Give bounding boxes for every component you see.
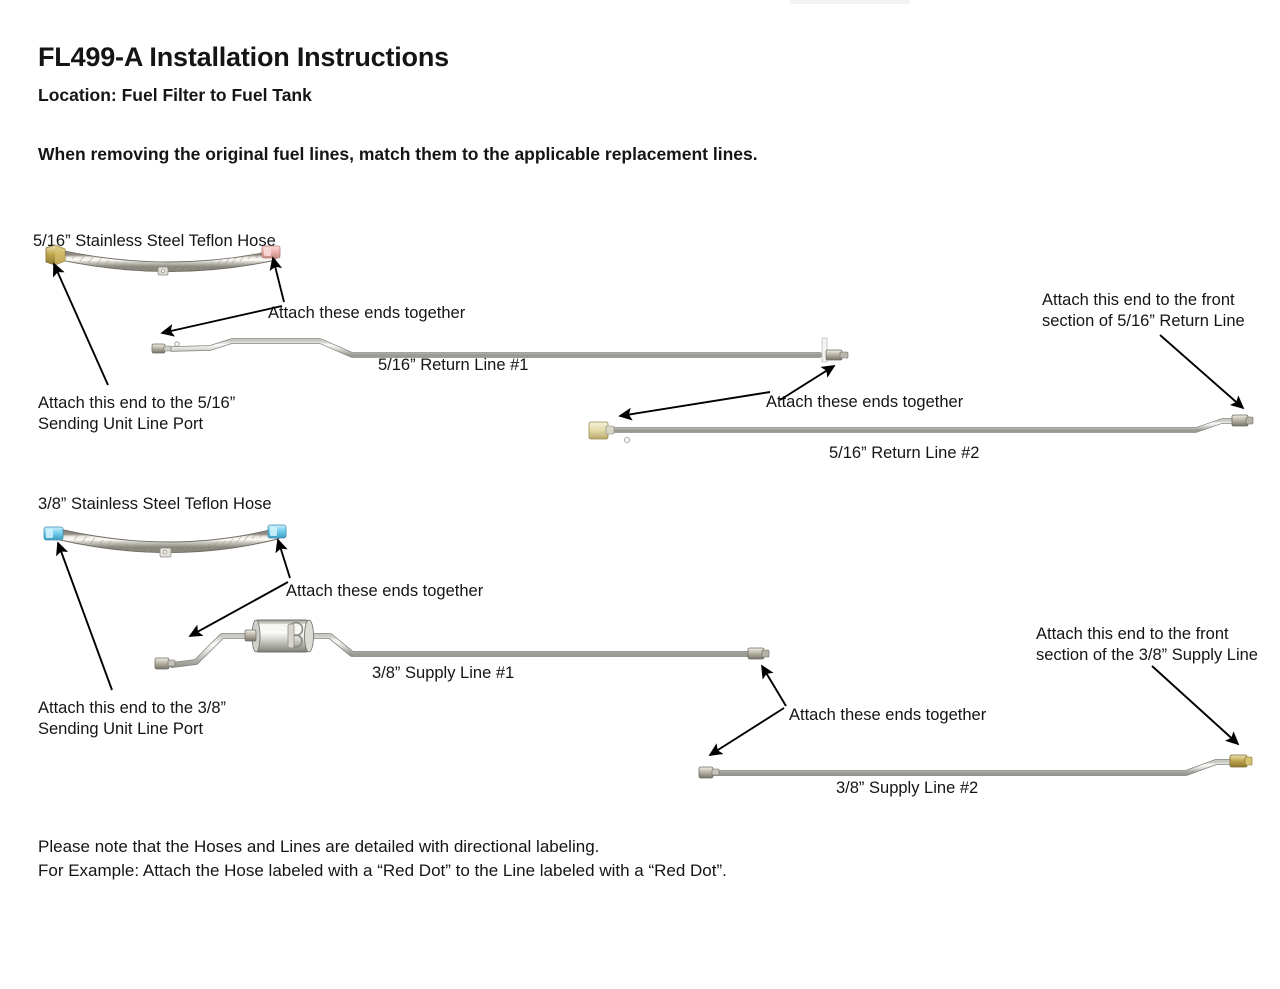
label-return-line-2: 5/16” Return Line #2 bbox=[829, 444, 980, 462]
arrow-sending-unit-38 bbox=[56, 541, 113, 691]
label-attach-ends-hose-516: Attach these ends together bbox=[268, 304, 466, 322]
arrow-attach-supply1-right bbox=[761, 664, 787, 707]
supply-line-1-right-fitting bbox=[747, 647, 770, 660]
label-sending-unit-516: Attach this end to the 5/16” Sending Uni… bbox=[38, 394, 236, 434]
arrow-sending-unit-516 bbox=[52, 262, 109, 386]
hose-38-right-fitting bbox=[267, 524, 287, 539]
return-line-1-left-fitting bbox=[151, 341, 180, 354]
label-front-section-38: Attach this end to the front section of … bbox=[1036, 625, 1258, 665]
label-hose-516: 5/16” Stainless Steel Teflon Hose bbox=[33, 232, 276, 250]
supply-line-2-left-fitting bbox=[698, 766, 720, 779]
return-line-1-right-fitting bbox=[821, 337, 849, 363]
label-attach-ends-return-lines: Attach these ends together bbox=[766, 393, 964, 411]
label-supply-line-2: 3/8” Supply Line #2 bbox=[836, 779, 979, 797]
note-directional-labeling: Please note that the Hoses and Lines are… bbox=[38, 837, 600, 856]
return-line-2 bbox=[588, 414, 1254, 444]
fuel-filter-canister bbox=[244, 619, 314, 653]
return-line-2-left-fitting bbox=[588, 421, 631, 444]
supply-line-2 bbox=[698, 754, 1253, 779]
arrow-front-section-38 bbox=[1151, 665, 1240, 746]
arrow-attach-hose-516 bbox=[269, 256, 285, 303]
supply-line-1 bbox=[154, 619, 770, 670]
hose-38-left-fitting bbox=[43, 526, 64, 541]
supply-line-2-right-fitting bbox=[1229, 754, 1253, 768]
arrow-attach-hose-38 bbox=[275, 538, 291, 579]
arrow-attach-supply2-left bbox=[708, 707, 785, 756]
return-line-2-right-fitting bbox=[1231, 414, 1254, 427]
top-edge-band bbox=[790, 0, 910, 4]
label-return-line-1: 5/16” Return Line #1 bbox=[378, 356, 529, 374]
label-supply-line-1: 3/8” Supply Line #1 bbox=[372, 664, 515, 682]
arrow-front-section-516 bbox=[1159, 334, 1245, 410]
hose-38-braided bbox=[43, 524, 287, 558]
supply-line-1-left-fitting bbox=[154, 657, 176, 670]
label-front-section-516: Attach this end to the front section of … bbox=[1042, 291, 1245, 331]
label-sending-unit-38: Attach this end to the 3/8” Sending Unit… bbox=[38, 699, 227, 739]
arrow-attach-return1-left bbox=[160, 305, 283, 337]
note-red-dot-example: For Example: Attach the Hose labeled wit… bbox=[38, 861, 727, 880]
label-attach-ends-supply-lines: Attach these ends together bbox=[789, 706, 987, 724]
page-title: FL499-A Installation Instructions bbox=[38, 42, 449, 72]
label-hose-38: 3/8” Stainless Steel Teflon Hose bbox=[38, 495, 272, 513]
arrow-attach-return2-left bbox=[618, 391, 771, 421]
location-label: Location: Fuel Filter to Fuel Tank bbox=[38, 85, 312, 105]
label-attach-ends-hose-38: Attach these ends together bbox=[286, 582, 484, 600]
arrow-attach-supply1-left bbox=[188, 581, 289, 637]
instruction-text: When removing the original fuel lines, m… bbox=[38, 144, 758, 164]
